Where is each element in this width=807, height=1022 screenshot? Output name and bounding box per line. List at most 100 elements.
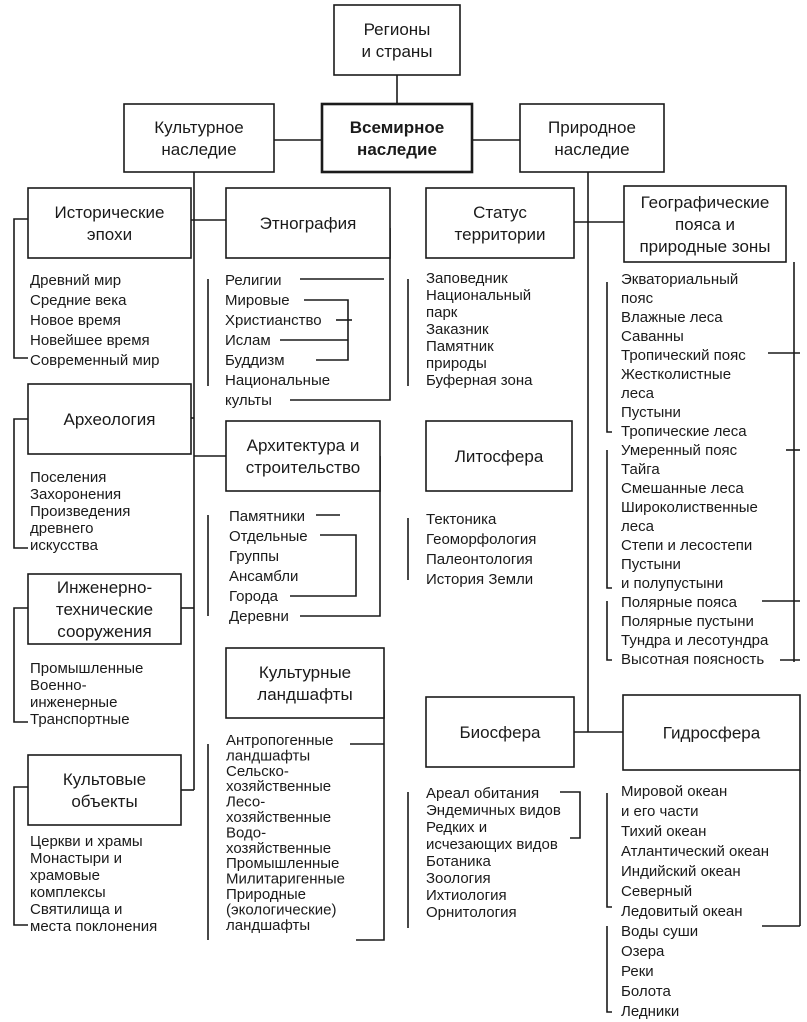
box-world-frame — [320, 102, 474, 174]
list-item: Озера — [621, 943, 665, 960]
box-natural: Природное наследие — [519, 103, 665, 173]
list-item: Палеонтология — [426, 551, 533, 568]
list-item: Новейшее время — [30, 332, 150, 349]
list-item: Древний мир — [30, 272, 121, 289]
list-item: Воды суши — [621, 923, 698, 940]
list-item: Тундра и лесотундра — [621, 632, 769, 649]
list-item: Национальный — [426, 287, 531, 304]
list-item: искусства — [30, 537, 99, 554]
box-engineering-label: сооружения — [57, 622, 151, 641]
list-item: Группы — [229, 548, 279, 565]
list-item: комплексы — [30, 884, 106, 901]
box-engineering-label: Инженерно- — [57, 578, 152, 597]
box-hydrosphere-frame — [622, 694, 801, 771]
box-status-label: Статус — [473, 203, 527, 222]
list-ethnography: РелигииМировыеХристианствоИсламБуддизмНа… — [225, 272, 330, 409]
list-item: Мировые — [225, 292, 290, 309]
list-item: Ботаника — [426, 853, 491, 870]
list-item: пояс — [621, 290, 654, 307]
list-item: Ихтиология — [426, 887, 507, 904]
box-lithosphere-label: Литосфера — [455, 447, 544, 466]
box-root-label: Регионы — [364, 20, 431, 39]
list-item: Сельско- — [226, 763, 289, 780]
list-item: Военно- — [30, 677, 87, 694]
list-item: Северный — [621, 883, 692, 900]
box-natural-label: наследие — [554, 140, 629, 159]
list-item: Лесо- — [226, 794, 265, 811]
list-item: Ареал обитания — [426, 785, 539, 802]
box-natural-frame — [519, 103, 665, 173]
list-item: Широколиственные — [621, 499, 758, 516]
box-architecture-label: Архитектура и — [247, 436, 360, 455]
list-architecture: ПамятникиОтдельныеГруппыАнсамблиГородаДе… — [229, 508, 308, 625]
list-archaeology: ПоселенияЗахороненияПроизведениядревнего… — [30, 469, 130, 554]
list-item: Пустыни — [621, 556, 681, 573]
box-lithosphere-frame — [425, 420, 573, 492]
box-historical-label: Исторические — [55, 203, 165, 222]
list-item: Поселения — [30, 469, 106, 486]
list-item: Ансамбли — [229, 568, 298, 585]
box-root: Регионы и страны — [333, 4, 461, 76]
list-item: Буддизм — [225, 352, 285, 369]
box-ethnography-label: Этнография — [260, 214, 357, 233]
list-engineering: ПромышленныеВоенно-инженерныеТранспортны… — [30, 660, 143, 728]
list-item: Смешанные леса — [621, 480, 744, 497]
list-item: Эндемичных видов — [426, 802, 561, 819]
list-item: Захоронения — [30, 486, 121, 503]
box-architecture-label: строительство — [246, 458, 361, 477]
box-architecture-frame — [225, 420, 381, 492]
list-item: Ледники — [621, 1003, 679, 1020]
list-item: хозяйственные — [226, 840, 331, 857]
box-cultural-frame — [123, 103, 275, 173]
list-item: ландшафты — [226, 747, 310, 764]
box-landscapes-label: Культурные — [259, 663, 351, 682]
list-item: Памятник — [426, 338, 494, 355]
box-ethnography: Этнография — [225, 187, 391, 259]
box-cultural-label: Культурное — [154, 118, 244, 137]
list-item: Ислам — [225, 332, 271, 349]
list-item: древнего — [30, 520, 94, 537]
box-biosphere-frame — [425, 696, 575, 768]
connector-lines — [13, 75, 801, 1013]
list-item: Средние века — [30, 292, 127, 309]
box-hydrosphere-label: Гидросфера — [663, 724, 761, 743]
list-item: Болота — [621, 983, 671, 1000]
list-item: Редких и — [426, 819, 487, 836]
list-item: культы — [225, 392, 272, 409]
list-item: Экваториальный — [621, 271, 738, 288]
list-item: Произведения — [30, 503, 130, 520]
list-item: Водо- — [226, 824, 266, 841]
box-world-label: Всемирное — [350, 118, 444, 137]
box-historical-label: эпохи — [87, 225, 132, 244]
box-archaeology: Археология — [27, 383, 192, 455]
box-ethnography-frame — [225, 187, 391, 259]
list-landscapes: АнтропогенныеландшафтыСельско-хозяйствен… — [226, 732, 345, 934]
list-item: Тектоника — [426, 511, 497, 528]
box-cult-label: объекты — [71, 792, 137, 811]
list-item: Саванны — [621, 328, 684, 345]
box-geozones-frame — [623, 185, 787, 263]
list-item: Зоология — [426, 870, 491, 887]
list-item: Тайга — [621, 461, 660, 478]
list-item: Отдельные — [229, 528, 308, 545]
list-item: Милитаригенные — [226, 871, 345, 888]
list-item: Ледовитый океан — [621, 903, 743, 920]
box-natural-label: Природное — [548, 118, 636, 137]
list-item: Деревни — [229, 608, 289, 625]
list-item: Мировой океан — [621, 783, 727, 800]
list-item: инженерные — [30, 694, 117, 711]
box-root-label: и страны — [361, 42, 432, 61]
box-architecture: Архитектура и строительство — [225, 420, 381, 492]
box-engineering-frame — [27, 573, 182, 645]
list-item: Современный мир — [30, 352, 159, 369]
